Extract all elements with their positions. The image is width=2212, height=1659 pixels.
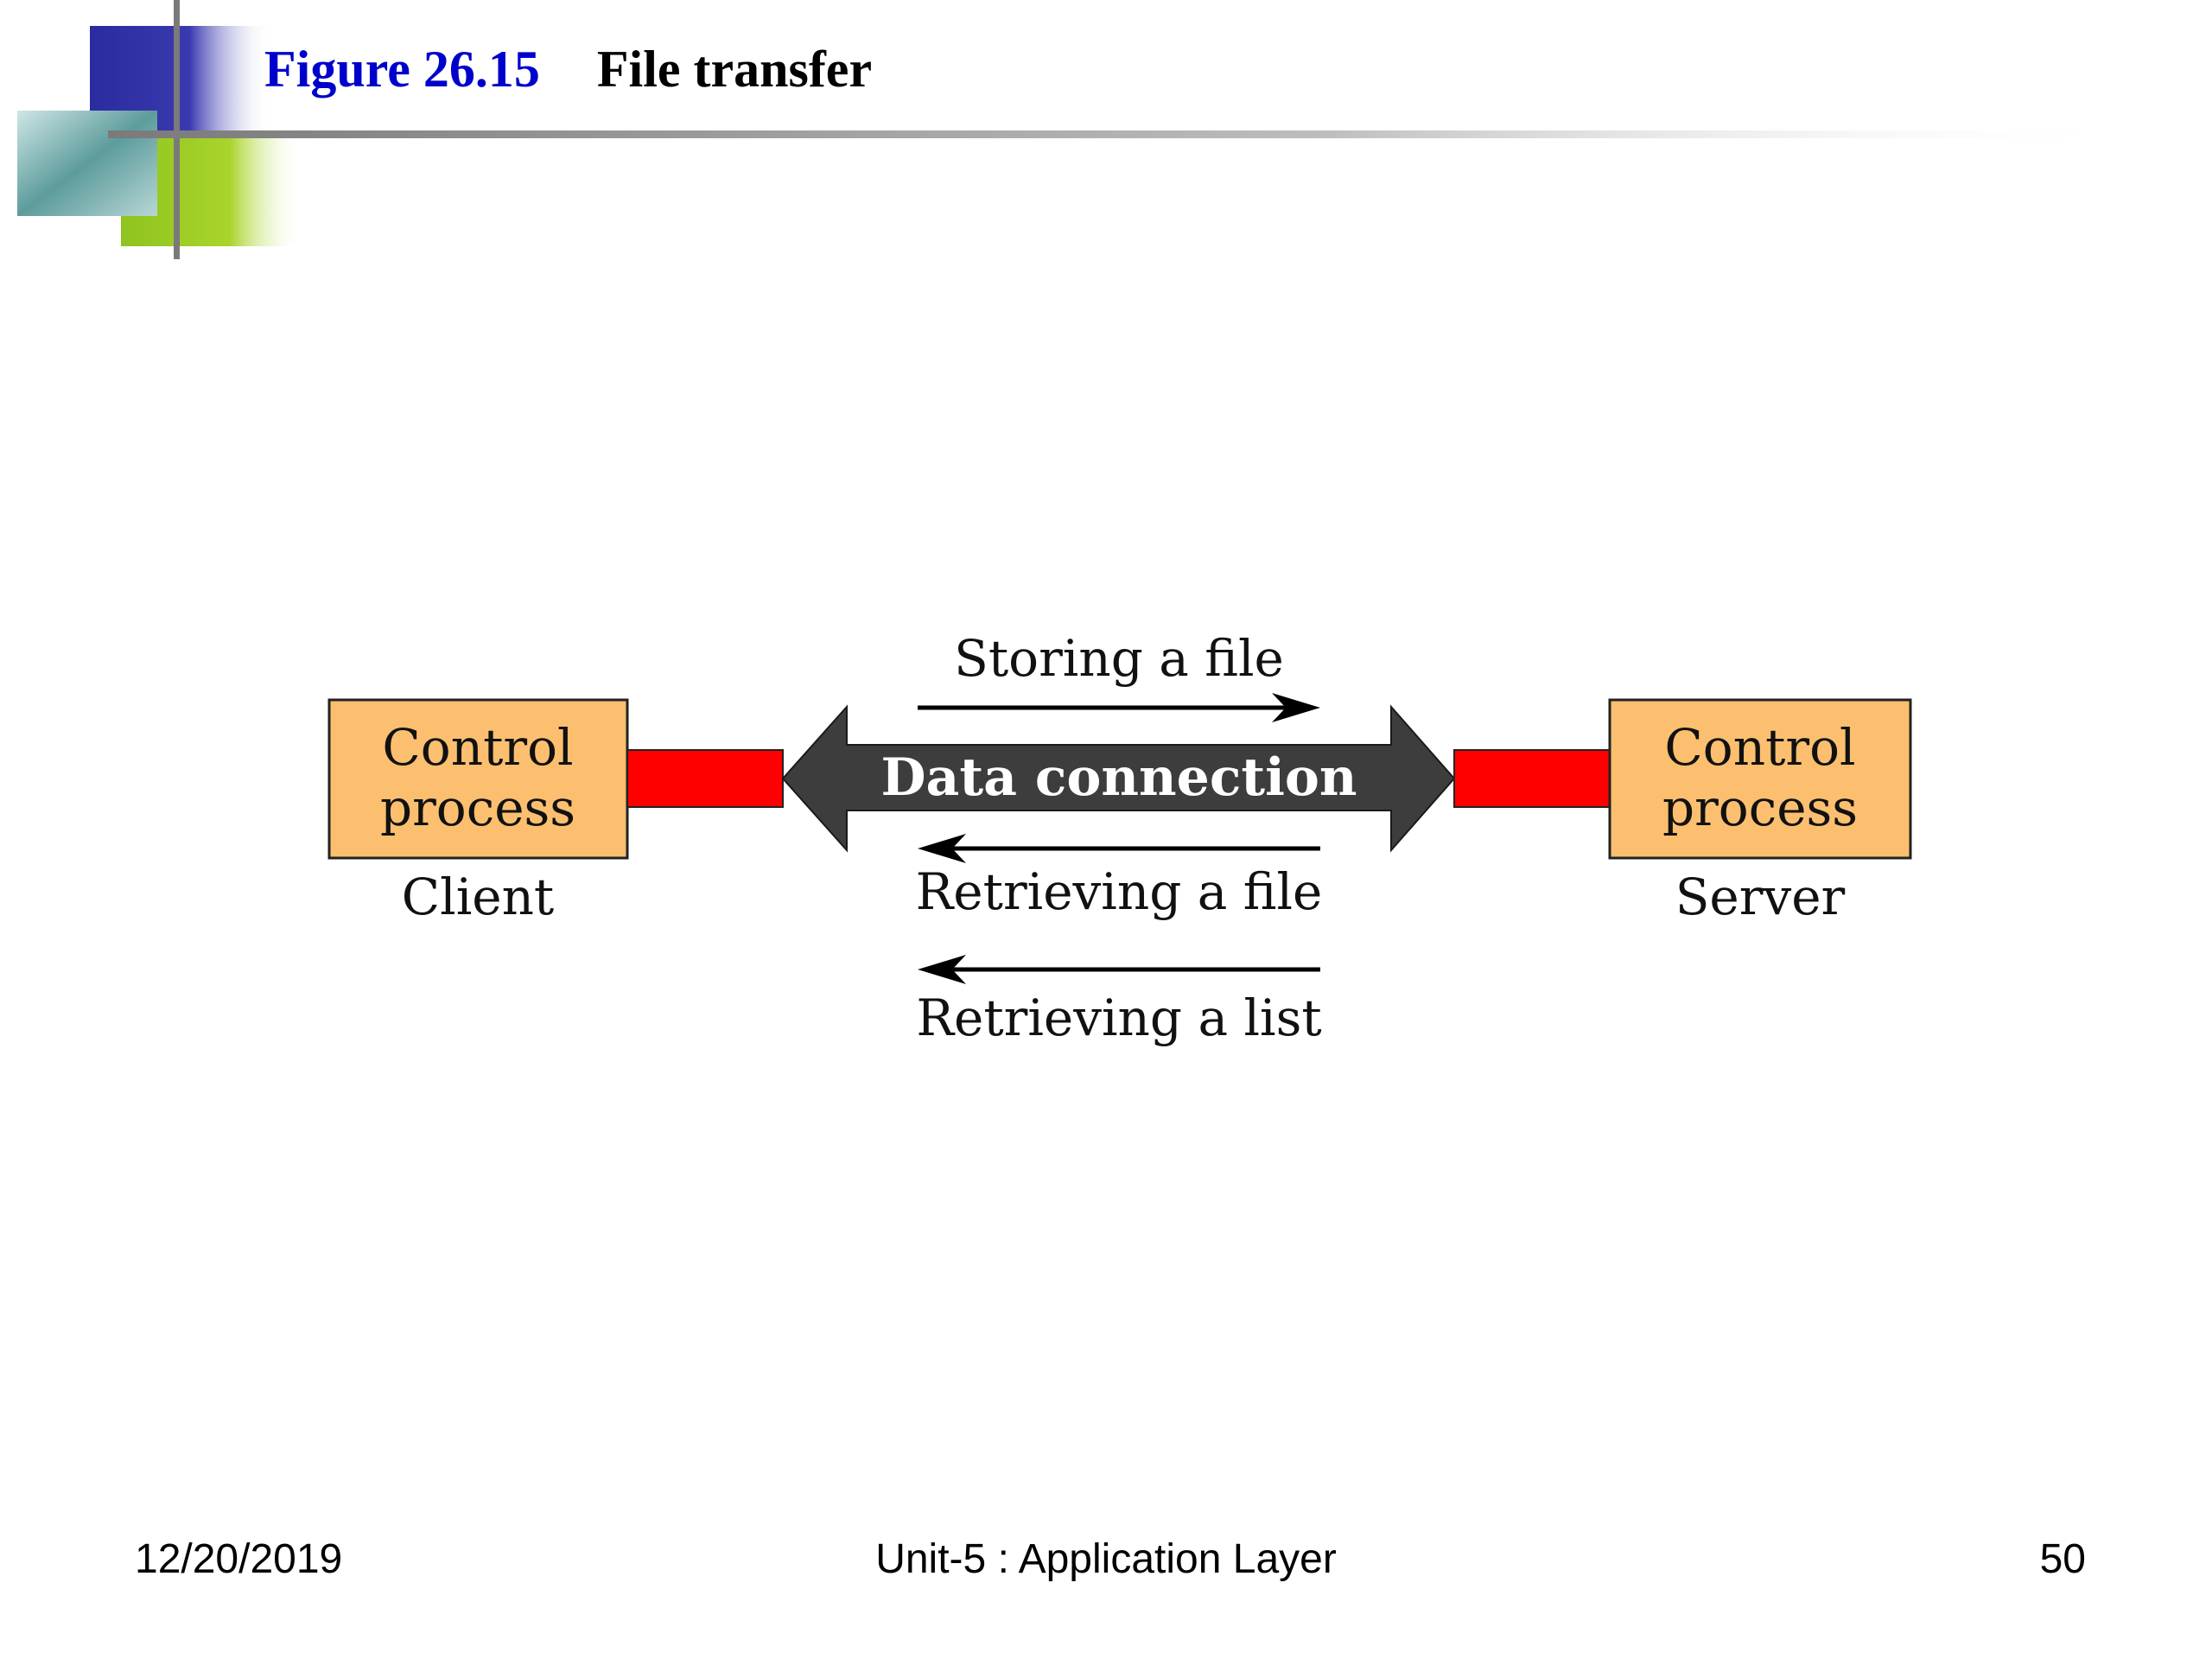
server-box-label-line2: process <box>1662 779 1858 837</box>
deco-vertical-line <box>174 0 180 259</box>
deco-teal-block <box>17 111 157 216</box>
server-control-process-box <box>1608 698 1912 860</box>
data-connection-label: Data connection <box>880 747 1357 808</box>
client-caption: Client <box>402 868 554 926</box>
retrieving-file-arrowhead <box>918 834 966 863</box>
footer-center-text: Unit-5 : Application Layer <box>875 1536 1337 1582</box>
flow-label-retrieving-file: Retrieving a file <box>916 862 1323 921</box>
slide-title: Figure 26.15 File transfer <box>264 35 872 104</box>
retrieving-list-arrowhead <box>918 955 966 984</box>
client-box-label-line2: process <box>380 779 575 837</box>
footer-date: 12/20/2019 <box>135 1536 343 1582</box>
server-connector <box>1453 749 1611 808</box>
client-connector <box>626 749 784 808</box>
storing-file-arrowhead <box>1272 693 1320 722</box>
server-box-label-line1: Control <box>1664 718 1855 777</box>
footer-page-number: 50 <box>2039 1536 2086 1582</box>
client-control-process-box <box>327 698 629 860</box>
client-box-label-line1: Control <box>382 718 573 777</box>
flow-label-retrieving-list: Retrieving a list <box>916 988 1321 1047</box>
header-decoration <box>17 0 2134 259</box>
server-caption: Server <box>1675 868 1846 926</box>
figure-title: File transfer <box>596 41 873 98</box>
deco-horizontal-line <box>108 130 2134 138</box>
flow-label-storing-file: Storing a file <box>954 629 1284 688</box>
figure-number: Figure 26.15 <box>264 41 540 98</box>
